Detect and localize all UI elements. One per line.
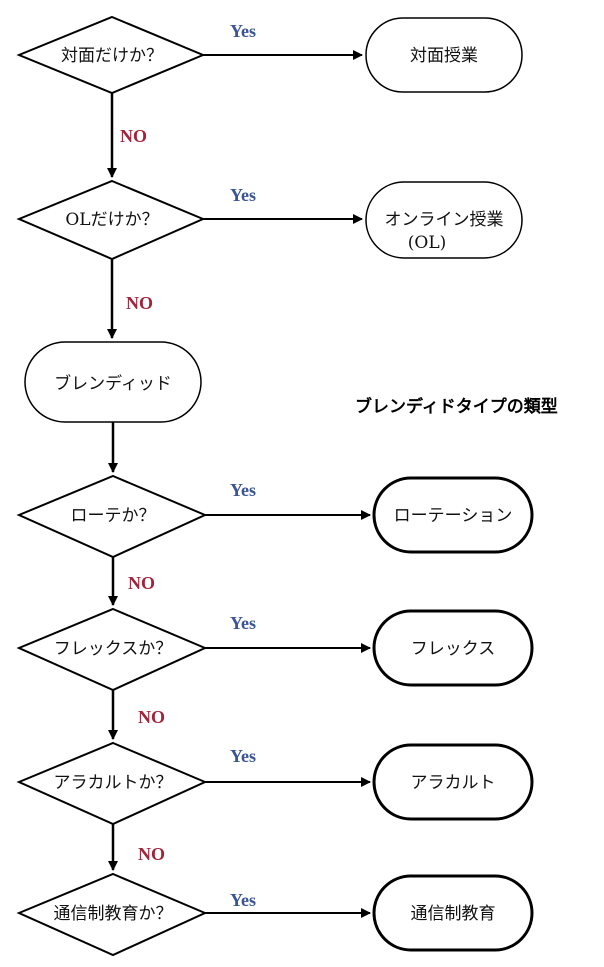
no-label-4: NO [138,707,165,727]
result-label-correspondence: 通信制教育 [411,904,496,924]
result-label-in-person-class: 対面授業 [410,46,478,66]
no-label-5: NO [138,844,165,864]
yes-label-3: Yes [230,480,256,500]
yes-label-6: Yes [230,890,256,910]
blended-node-label: ブレンディッド [54,373,172,394]
result-label-a-la-carte: アラカルト [411,773,496,793]
result-rotation [372,476,534,554]
yes-label-1: Yes [230,21,256,41]
no-label-1: NO [120,126,147,146]
result-label-flex: フレックス [411,639,496,659]
result-correspondence [372,874,534,952]
diagram-title: ブレンディドタイプの類型 [355,396,558,417]
result-in-person-class [365,17,523,93]
decision-label-in-person-only: 対面だけか？ [61,46,163,66]
yes-label-5: Yes [230,746,256,766]
decision-label-correspondence: 通信制教育か？ [54,904,173,924]
no-label-3: NO [128,573,155,593]
decision-label-rotation: ローテか？ [71,506,156,526]
result-a-la-carte [372,743,534,821]
yes-label-2: Yes [230,185,256,205]
no-label-2: NO [126,293,153,313]
decision-label-a-la-carte: アラカルトか？ [54,773,173,793]
result-label-online-class-line2: (OL) [408,233,447,253]
result-flex [372,609,534,687]
decision-label-flex: フレックスか？ [54,639,173,659]
result-label-online-class-line1: オンライン授業 [385,210,504,230]
yes-label-4: Yes [230,613,256,633]
result-online-class [365,181,523,259]
decision-label-online-only: OLだけか？ [65,210,158,230]
decision-diamond-correspondence [16,872,208,957]
result-label-rotation: ローテーション [394,506,513,526]
